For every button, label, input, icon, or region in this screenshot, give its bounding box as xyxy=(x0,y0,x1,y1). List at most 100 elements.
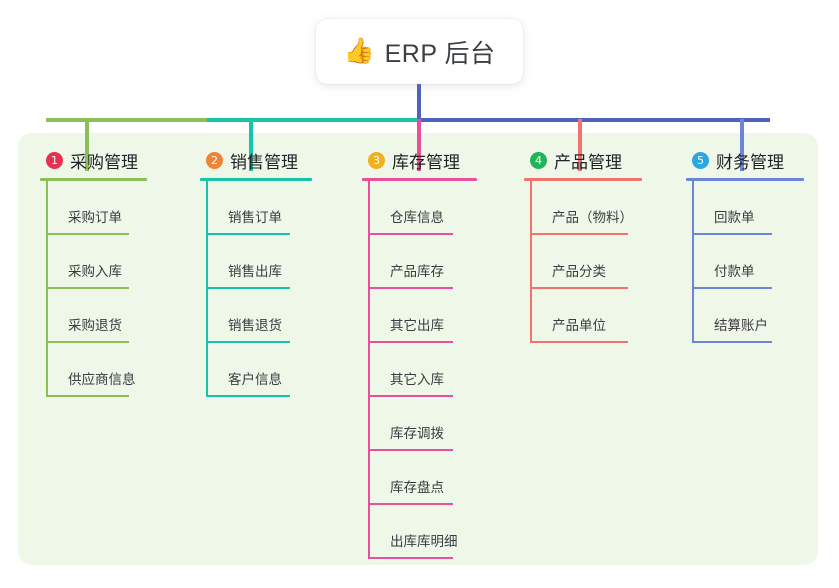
leaf-item-underline xyxy=(206,341,290,343)
leaf-item[interactable]: 客户信息 xyxy=(200,343,312,397)
leaf-item-underline xyxy=(46,341,129,343)
leaf-item[interactable]: 采购订单 xyxy=(40,181,152,235)
leaf-item-label: 出库库明细 xyxy=(390,534,458,549)
branch-column-4: 4 产品管理产品（物料） 产品分类产品单位 xyxy=(524,148,642,343)
leaf-item-underline xyxy=(46,233,129,235)
branch-spine xyxy=(206,181,208,397)
leaf-item-underline xyxy=(530,341,628,343)
connector-bar-segment xyxy=(207,118,419,122)
leaf-item[interactable]: 付款单 xyxy=(686,235,804,289)
leaf-item-label: 库存盘点 xyxy=(390,480,444,495)
leaf-item-label: 采购订单 xyxy=(68,210,122,225)
leaf-item-underline xyxy=(368,449,453,451)
root-stem-connector xyxy=(417,84,421,120)
branch-items: 回款单付款单结算账户 xyxy=(686,181,804,343)
leaf-item-underline xyxy=(206,233,290,235)
leaf-item-label: 客户信息 xyxy=(228,372,282,387)
leaf-item[interactable]: 产品单位 xyxy=(524,289,636,343)
leaf-item-label: 采购退货 xyxy=(68,318,122,333)
leaf-item-underline xyxy=(368,557,453,559)
diagram-background-panel xyxy=(18,133,818,565)
connector-drop-1 xyxy=(85,119,89,171)
leaf-item-label: 供应商信息 xyxy=(68,372,136,387)
leaf-item[interactable]: 产品分类 xyxy=(524,235,636,289)
leaf-item-label: 产品分类 xyxy=(552,264,606,279)
branch-column-5: 5 财务管理回款单付款单结算账户 xyxy=(686,148,804,343)
branch-items: 采购订单采购入库采购退货供应商信息 xyxy=(40,181,152,397)
leaf-item[interactable]: 销售退货 xyxy=(200,289,312,343)
branch-header-underline xyxy=(362,178,477,181)
leaf-item-label: 销售订单 xyxy=(228,210,282,225)
root-node-title: ERP 后台 xyxy=(384,39,496,68)
branch-title: 采购管理 xyxy=(70,152,138,172)
branch-items: 仓库信息产品库存其它出库其它入库库存调拨库存盘点出库库明细 xyxy=(362,181,474,559)
leaf-item-label: 销售出库 xyxy=(228,264,282,279)
branch-header-underline xyxy=(686,178,804,181)
leaf-item[interactable]: 其它入库 xyxy=(362,343,474,397)
branch-spine xyxy=(46,181,48,397)
leaf-item-label: 其它出库 xyxy=(390,318,444,333)
connector-drop-3 xyxy=(417,119,421,171)
branch-header-underline xyxy=(200,178,312,181)
branch-title: 财务管理 xyxy=(716,152,784,172)
leaf-item[interactable]: 供应商信息 xyxy=(40,343,152,397)
leaf-item-label: 回款单 xyxy=(714,210,755,225)
leaf-item-label: 库存调拨 xyxy=(390,426,444,441)
leaf-item[interactable]: 仓库信息 xyxy=(362,181,474,235)
leaf-item-underline xyxy=(368,233,453,235)
leaf-item-underline xyxy=(46,287,129,289)
leaf-item-underline xyxy=(368,341,453,343)
leaf-item[interactable]: 销售订单 xyxy=(200,181,312,235)
branch-header-5[interactable]: 5 财务管理 xyxy=(686,148,804,172)
branch-items: 销售订单销售出库销售退货客户信息 xyxy=(200,181,312,397)
leaf-item-underline xyxy=(368,503,453,505)
leaf-item-label: 采购入库 xyxy=(68,264,122,279)
leaf-item-label: 结算账户 xyxy=(714,318,768,333)
leaf-item-label: 销售退货 xyxy=(228,318,282,333)
leaf-item-label: 付款单 xyxy=(714,264,755,279)
leaf-item-underline xyxy=(692,233,772,235)
branch-title: 库存管理 xyxy=(392,152,460,172)
leaf-item[interactable]: 采购退货 xyxy=(40,289,152,343)
branch-number-badge: 2 xyxy=(206,151,223,169)
leaf-item[interactable]: 销售出库 xyxy=(200,235,312,289)
leaf-item-label: 产品库存 xyxy=(390,264,444,279)
leaf-item-underline xyxy=(530,233,628,235)
leaf-item[interactable]: 库存盘点 xyxy=(362,451,474,505)
root-node[interactable]: 👍 ERP 后台 xyxy=(316,19,523,84)
leaf-item[interactable]: 采购入库 xyxy=(40,235,152,289)
leaf-item-underline xyxy=(692,287,772,289)
leaf-item[interactable]: 产品库存 xyxy=(362,235,474,289)
leaf-item-underline xyxy=(530,287,628,289)
branch-number-badge: 5 xyxy=(692,151,709,169)
leaf-item-underline xyxy=(46,395,129,397)
leaf-item[interactable]: 库存调拨 xyxy=(362,397,474,451)
branch-number-badge: 4 xyxy=(530,151,547,169)
connector-drop-5 xyxy=(740,119,744,171)
leaf-item-underline xyxy=(368,287,453,289)
leaf-item[interactable]: 产品（物料） xyxy=(524,181,636,235)
connector-bar-segment xyxy=(419,118,770,122)
branch-header-underline xyxy=(524,178,642,181)
thumbs-up-icon: 👍 xyxy=(343,37,375,65)
leaf-item-label: 其它入库 xyxy=(390,372,444,387)
branch-title: 产品管理 xyxy=(554,152,622,172)
branch-header-4[interactable]: 4 产品管理 xyxy=(524,148,636,172)
leaf-item[interactable]: 出库库明细 xyxy=(362,505,474,559)
leaf-item[interactable]: 结算账户 xyxy=(686,289,804,343)
leaf-item-underline xyxy=(692,341,772,343)
leaf-item-underline xyxy=(368,395,453,397)
connector-drop-2 xyxy=(249,119,253,171)
leaf-item[interactable]: 回款单 xyxy=(686,181,804,235)
connector-bar-segment xyxy=(46,118,207,122)
branch-spine xyxy=(692,181,694,343)
leaf-item[interactable]: 其它出库 xyxy=(362,289,474,343)
leaf-item-underline xyxy=(206,395,290,397)
branch-items: 产品（物料） 产品分类产品单位 xyxy=(524,181,636,343)
